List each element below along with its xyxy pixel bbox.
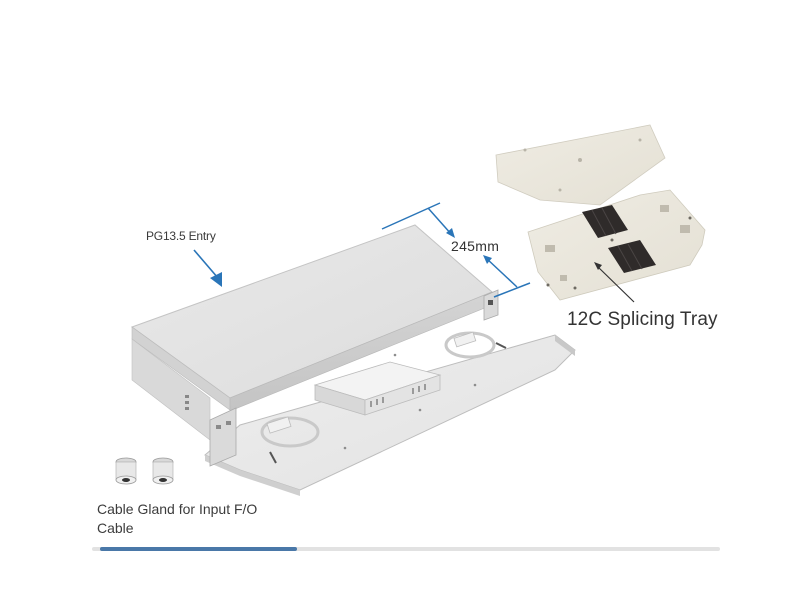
tray-pointer-arrowhead-icon — [594, 262, 602, 270]
dimension-label: 245mm — [451, 238, 500, 254]
splicing-tray-base — [527, 189, 706, 301]
dimension-arrowhead-icon — [446, 228, 455, 238]
dimension-arrowhead-icon — [483, 255, 492, 264]
chassis — [130, 224, 499, 467]
cable-gland-label: Cable Gland for Input F/O Cable — [97, 501, 258, 536]
splicing-tray-lid — [495, 124, 666, 206]
sliding-drawer — [204, 331, 576, 496]
dimension-arrow-icon — [381, 202, 531, 298]
splicing-tray-label: 12C Splicing Tray — [567, 309, 718, 330]
carousel-progress-bar[interactable] — [92, 547, 720, 551]
entry-label: PG13.5 Entry — [146, 229, 216, 243]
tray-pointer-icon — [596, 265, 635, 303]
cable-gland-icon — [115, 457, 137, 485]
cable-gland-icon — [152, 457, 174, 485]
carousel-progress-fill — [100, 547, 297, 551]
entry-arrow-icon — [193, 249, 222, 287]
